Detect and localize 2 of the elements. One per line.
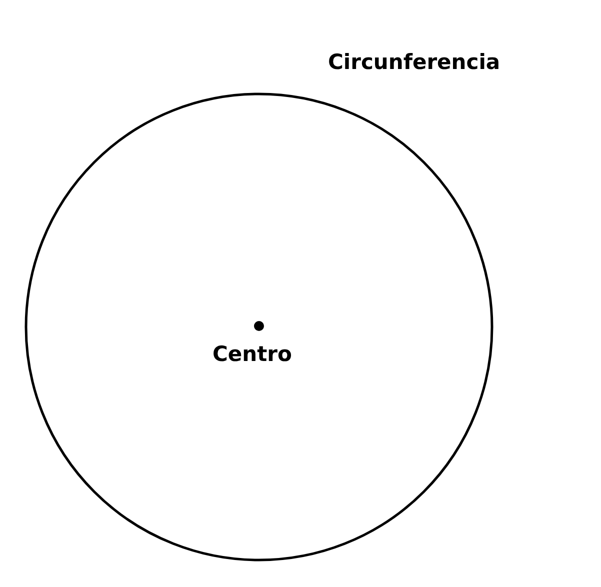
label: Circunferencia [328, 50, 500, 76]
label: Centro [212, 342, 292, 368]
